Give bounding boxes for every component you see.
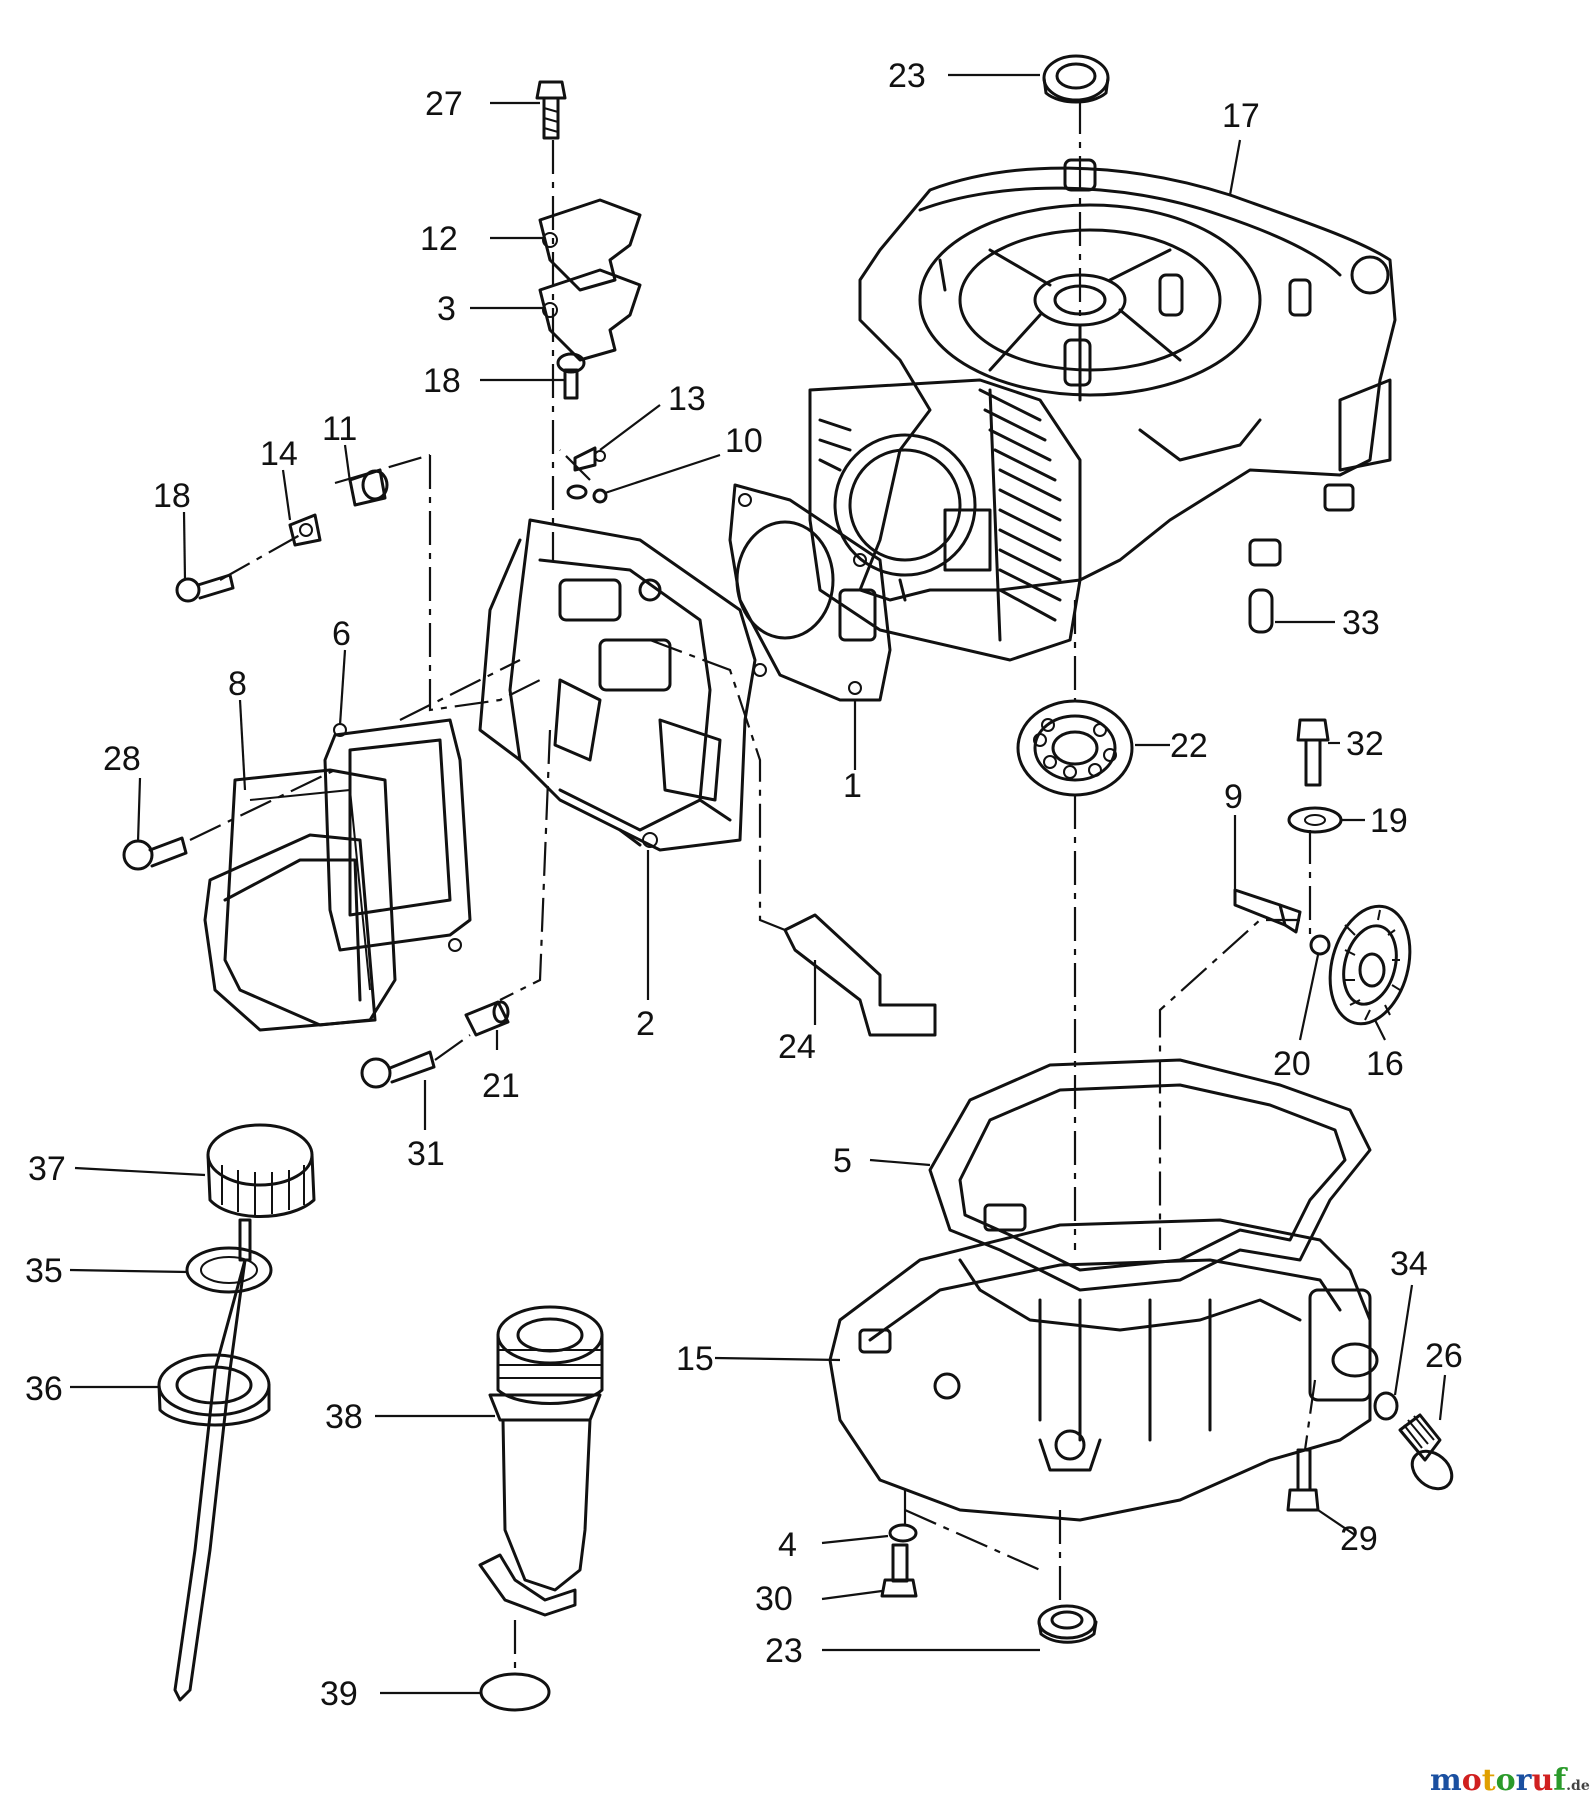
clip-13: [573, 446, 606, 472]
callout-27: 27: [425, 85, 463, 123]
callout-31: 31: [407, 1135, 445, 1173]
callout-29: 29: [1340, 1520, 1378, 1558]
bearing-22: [1016, 699, 1134, 797]
callout-13: 13: [668, 380, 706, 418]
callout-30: 30: [755, 1580, 793, 1618]
crankcase-part: [858, 158, 1397, 602]
callout-16: 16: [1366, 1045, 1404, 1083]
bolt-28: [122, 836, 188, 871]
callout-11: 11: [322, 410, 357, 448]
governor-gear-16: [1328, 904, 1412, 1026]
callout-1: 1: [843, 767, 862, 805]
sump-15: [828, 1218, 1379, 1522]
shaft-9: [1233, 888, 1302, 934]
callout-22: 22: [1170, 727, 1208, 765]
bolt-30: [880, 1543, 918, 1598]
bolt-31: [360, 1050, 436, 1089]
head-gasket-part: [728, 483, 892, 702]
clip-20: [1309, 934, 1331, 956]
grommet-36: [157, 1353, 271, 1427]
washer-19: [1287, 806, 1343, 834]
bolt-18-top: [556, 352, 586, 400]
dowel-33: [1248, 588, 1274, 634]
callout-5: 5: [833, 1142, 852, 1180]
dipstick-37: [173, 1123, 316, 1702]
callout-18-top: 18: [423, 362, 461, 400]
callout-19: 19: [1370, 802, 1408, 840]
callout-23-bottom: 23: [765, 1632, 803, 1670]
oil-seal-bottom-23: [1037, 1604, 1098, 1644]
bolt-29: [1286, 1448, 1320, 1512]
callout-9: 9: [1224, 778, 1243, 816]
breather-tube-24: [783, 913, 937, 1037]
cap-11: [348, 468, 389, 507]
callout-6: 6: [332, 615, 351, 653]
cap-14: [288, 513, 322, 547]
sump-gasket-5: [928, 1058, 1372, 1292]
cylinder-head-part: [478, 518, 757, 852]
assembly-lines: [189, 100, 1317, 1672]
o-ring-35: [185, 1246, 273, 1294]
clip-10: [566, 484, 608, 504]
callout-34: 34: [1390, 1245, 1428, 1283]
callout-12: 12: [420, 220, 458, 258]
breather-plate-part: [538, 198, 642, 362]
callout-21: 21: [482, 1067, 520, 1105]
callout-28: 28: [103, 740, 141, 778]
dowel-21: [464, 1000, 510, 1037]
callout-4: 4: [778, 1526, 797, 1564]
oil-seal-top-23: [1042, 54, 1110, 104]
callout-17: 17: [1222, 97, 1260, 135]
washer-34: [1373, 1391, 1399, 1421]
filler-tube-38: [478, 1305, 604, 1617]
callout-10: 10: [725, 422, 763, 460]
callout-20: 20: [1273, 1045, 1311, 1083]
callout-32: 32: [1346, 725, 1384, 763]
callout-2: 2: [636, 1005, 655, 1043]
callout-15: 15: [676, 1340, 714, 1378]
callout-39: 39: [320, 1675, 358, 1713]
leader-lines: [69, 73, 1447, 1695]
callout-14: 14: [260, 435, 298, 473]
drain-plug-26: [1398, 1413, 1454, 1491]
watermark-logo: motoruf.de: [1430, 1763, 1590, 1798]
bolt-27: [535, 80, 567, 140]
bolt-18-left: [175, 573, 235, 603]
svg-text:motoruf.de: motoruf.de: [1430, 1763, 1590, 1798]
callout-36: 36: [25, 1370, 63, 1408]
rocker-gasket-part: [323, 718, 472, 952]
cylinder-block-part: [808, 378, 1082, 662]
callout-23-top: 23: [888, 57, 926, 95]
washer-4: [888, 1523, 918, 1543]
callout-8: 8: [228, 665, 247, 703]
callout-37: 37: [28, 1150, 66, 1188]
callout-38: 38: [325, 1398, 363, 1436]
cap-39: [479, 1672, 551, 1712]
rocker-cover-part: [203, 768, 397, 1032]
callout-3: 3: [437, 290, 456, 328]
callout-26: 26: [1425, 1337, 1463, 1375]
bolt-32: [1296, 718, 1330, 787]
callout-18-left: 18: [153, 477, 191, 515]
callout-24: 24: [778, 1028, 816, 1066]
callout-35: 35: [25, 1252, 63, 1290]
callout-33: 33: [1342, 604, 1380, 642]
callout-labels: 27 23 17 12 3 18 13 10 11 14 18 33 6 8 2…: [25, 57, 1463, 1713]
